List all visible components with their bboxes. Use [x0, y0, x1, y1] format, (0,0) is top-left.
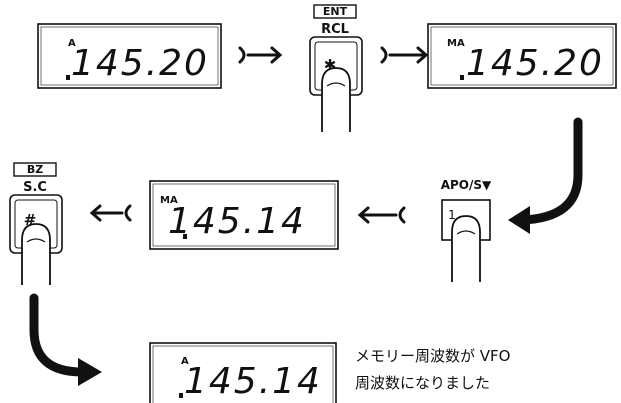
apo-key-face: 1 — [448, 208, 456, 222]
finger-icon — [321, 67, 351, 132]
apo-key-label: APO/S▼ — [441, 178, 492, 192]
display-2-dot-icon — [460, 75, 464, 80]
rcl-key-label: RCL — [321, 22, 349, 37]
sc-key-label: S.C — [23, 180, 47, 195]
display-1-dot-icon — [66, 75, 70, 80]
lcd-display-4: A 145.14 — [149, 342, 337, 403]
flow-arrow-4 — [357, 206, 406, 224]
flow-arrow-5 — [89, 204, 132, 222]
display-4-dot-icon — [179, 393, 183, 398]
lcd-display-2: MA 145.20 — [427, 23, 617, 89]
display-3-flags: MA — [160, 195, 178, 206]
lcd-display-3: MA 145.14 — [149, 180, 339, 250]
flow-arrow-2 — [380, 46, 429, 64]
result-note-line-2: 周波数になりました — [355, 374, 491, 392]
display-4-value: 145.14 — [184, 361, 322, 402]
lcd-display-1: A 145.20 — [37, 23, 222, 89]
result-note: メモリー周波数が VFO 周波数になりました — [355, 343, 510, 397]
flow-arrow-3 — [508, 117, 583, 234]
flow-arrow-1 — [238, 46, 283, 64]
display-1-value: 145.20 — [71, 43, 209, 84]
display-3-dot-icon — [183, 234, 187, 239]
finger-icon — [21, 223, 51, 285]
ent-key-label: ENT — [323, 5, 348, 18]
display-4-flags: A — [181, 356, 189, 367]
bz-key-label: BZ — [27, 163, 43, 176]
result-note-line-1: メモリー周波数が VFO — [355, 347, 511, 365]
display-3-value: 145.14 — [168, 201, 306, 242]
finger-icon — [451, 215, 481, 282]
bz-sc-key[interactable]: BZ S.C # — [9, 162, 63, 285]
apo-s-key[interactable]: APO/S▼ 1 — [441, 178, 492, 282]
display-2-flags: MA — [447, 38, 465, 49]
display-1-flags: A — [68, 38, 76, 49]
flow-arrow-6 — [29, 293, 102, 386]
ent-rcl-key[interactable]: ENT RCL ✱ — [309, 4, 363, 132]
display-2-value: 145.20 — [466, 43, 604, 84]
